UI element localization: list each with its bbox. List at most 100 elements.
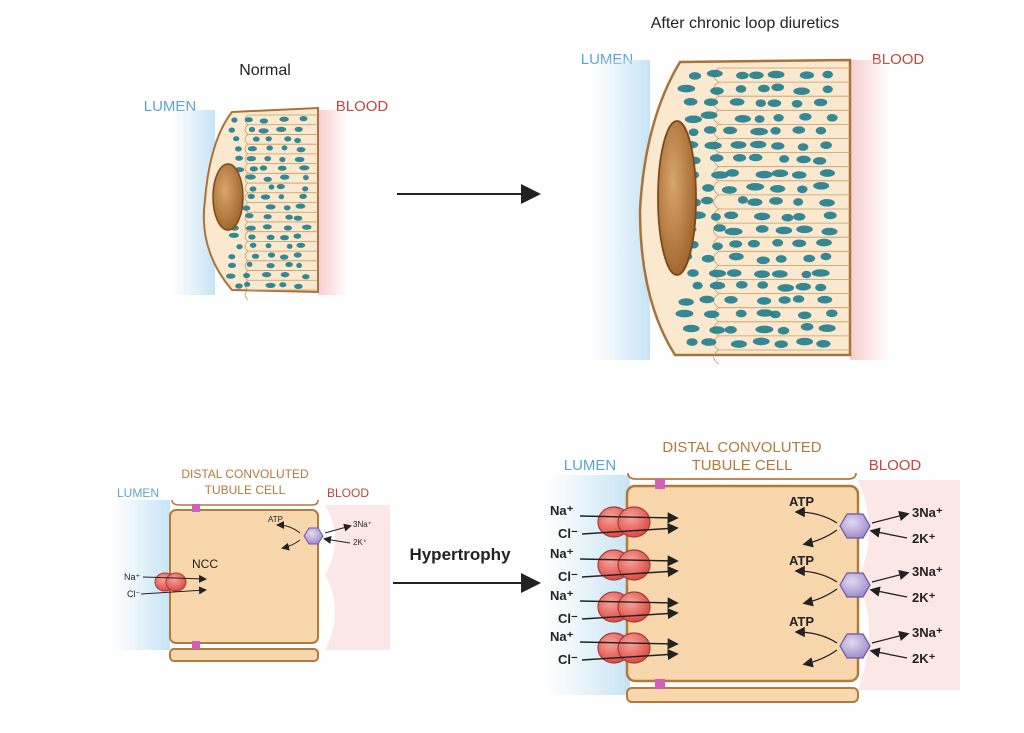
mitochondrion <box>823 211 837 220</box>
mitochondrion <box>730 141 747 149</box>
basolateral-fold <box>244 192 318 203</box>
mitochondrion <box>294 283 303 289</box>
mitochondrion <box>251 253 260 259</box>
na3-label: 3Na⁺ <box>912 564 943 579</box>
mitochondrion <box>792 295 805 303</box>
mitochondrion <box>675 309 694 318</box>
mitochondrion <box>710 213 721 221</box>
mitochondrion <box>779 155 790 163</box>
k-influx-arrow <box>869 586 908 598</box>
mitochondrion <box>294 137 301 144</box>
mitochondrion <box>819 169 835 177</box>
na-flux-arrow <box>579 597 679 609</box>
mitochondrion <box>793 213 806 221</box>
mitochondrion <box>228 127 235 133</box>
k-influx-arrow <box>869 647 908 659</box>
mitochondrion <box>295 203 306 209</box>
small-lumen-label: LUMEN <box>117 486 159 500</box>
mitochondrion <box>755 325 774 334</box>
atp-label: ATP <box>789 553 814 568</box>
mitochondrion <box>734 115 751 123</box>
na-flux-arrow <box>579 638 679 650</box>
mitochondrion <box>772 239 784 247</box>
mitochondrion <box>781 213 794 222</box>
k2-label: 2K⁺ <box>912 651 936 666</box>
mitochondrion <box>678 298 694 306</box>
mitochondrion <box>285 214 293 220</box>
cl-ion-label: Cl⁻ <box>558 526 578 541</box>
mitochondrion <box>267 252 276 258</box>
mitochondrion <box>299 165 310 171</box>
mitochondrion <box>747 239 760 248</box>
mitochondrion <box>280 272 290 278</box>
mitochondrion <box>244 117 253 123</box>
mitochondrion <box>247 146 257 152</box>
mitochondrion <box>724 296 738 304</box>
mitochondrion <box>755 99 767 107</box>
small-tight-junction-top <box>192 504 200 512</box>
mitochondrion <box>252 136 260 142</box>
mitochondrion <box>286 243 293 249</box>
mitochondrion <box>758 84 770 93</box>
mitochondrion <box>699 295 715 304</box>
mitochondrion <box>773 114 784 122</box>
mitochondrion <box>813 98 828 107</box>
mitochondrion <box>704 141 722 150</box>
small-2k-arrow <box>323 535 351 544</box>
mitochondrion <box>248 234 256 240</box>
after-mitochondria <box>675 69 838 349</box>
mitochondrion <box>279 282 287 288</box>
mitochondrion <box>302 186 309 192</box>
mitochondrion <box>793 87 810 95</box>
mitochondrion <box>284 136 292 142</box>
nak-pump <box>839 572 871 598</box>
mitochondrion <box>724 227 743 236</box>
after-nucleus <box>657 120 697 276</box>
mitochondrion <box>747 198 763 206</box>
atp-label: ATP <box>789 494 814 509</box>
na3-label: 3Na⁺ <box>912 505 943 520</box>
na-flux-arrow <box>579 512 679 524</box>
basolateral-fold <box>244 124 318 135</box>
mitochondrion <box>249 166 258 172</box>
mitochondrion <box>791 171 807 179</box>
basolateral-fold <box>244 240 318 252</box>
nak-pump <box>839 513 871 539</box>
mitochondrion <box>726 269 742 277</box>
mitochondrion <box>811 269 830 277</box>
mitochondrion <box>710 87 724 95</box>
mitochondrion <box>235 155 244 161</box>
mitochondrion <box>756 256 770 265</box>
small-na-label: Na⁺ <box>124 572 141 582</box>
mitochondrion <box>228 262 236 268</box>
mitochondrion <box>700 111 718 119</box>
small-atp-arrow <box>276 521 301 534</box>
mitochondrion <box>236 244 243 250</box>
small-cl-label: Cl⁻ <box>127 589 140 599</box>
cl-ion-label: Cl⁻ <box>558 569 578 584</box>
basolateral-fold <box>244 211 318 223</box>
mitochondrion <box>815 283 827 292</box>
mitochondrion <box>706 69 723 78</box>
na-ion-label: Na⁺ <box>550 503 574 518</box>
adp-arrow <box>802 649 838 668</box>
mitochondrion <box>822 85 833 94</box>
mitochondrion <box>249 186 257 192</box>
small-cl-arrow <box>140 586 207 595</box>
mitochondrion <box>276 126 287 132</box>
small-dct-panel: DISTAL CONVOLUTED TUBULE CELL LUMEN BLOO… <box>110 467 390 662</box>
normal-blood-glow <box>318 110 348 295</box>
hypertrophy-label: Hypertrophy <box>409 545 511 564</box>
mitochondrion <box>817 295 833 304</box>
normal-nucleus <box>212 163 244 231</box>
small-blood-label: BLOOD <box>327 486 369 500</box>
basolateral-fold <box>244 134 318 145</box>
mitochondrion <box>749 71 764 80</box>
atp-label: ATP <box>789 614 814 629</box>
atp-arrow <box>794 565 838 583</box>
small-ncc-transporter <box>154 572 187 592</box>
mitochondrion <box>799 113 812 121</box>
mitochondrion <box>756 309 774 317</box>
cl-flux-arrow <box>581 607 679 620</box>
basolateral-fold <box>244 231 318 242</box>
